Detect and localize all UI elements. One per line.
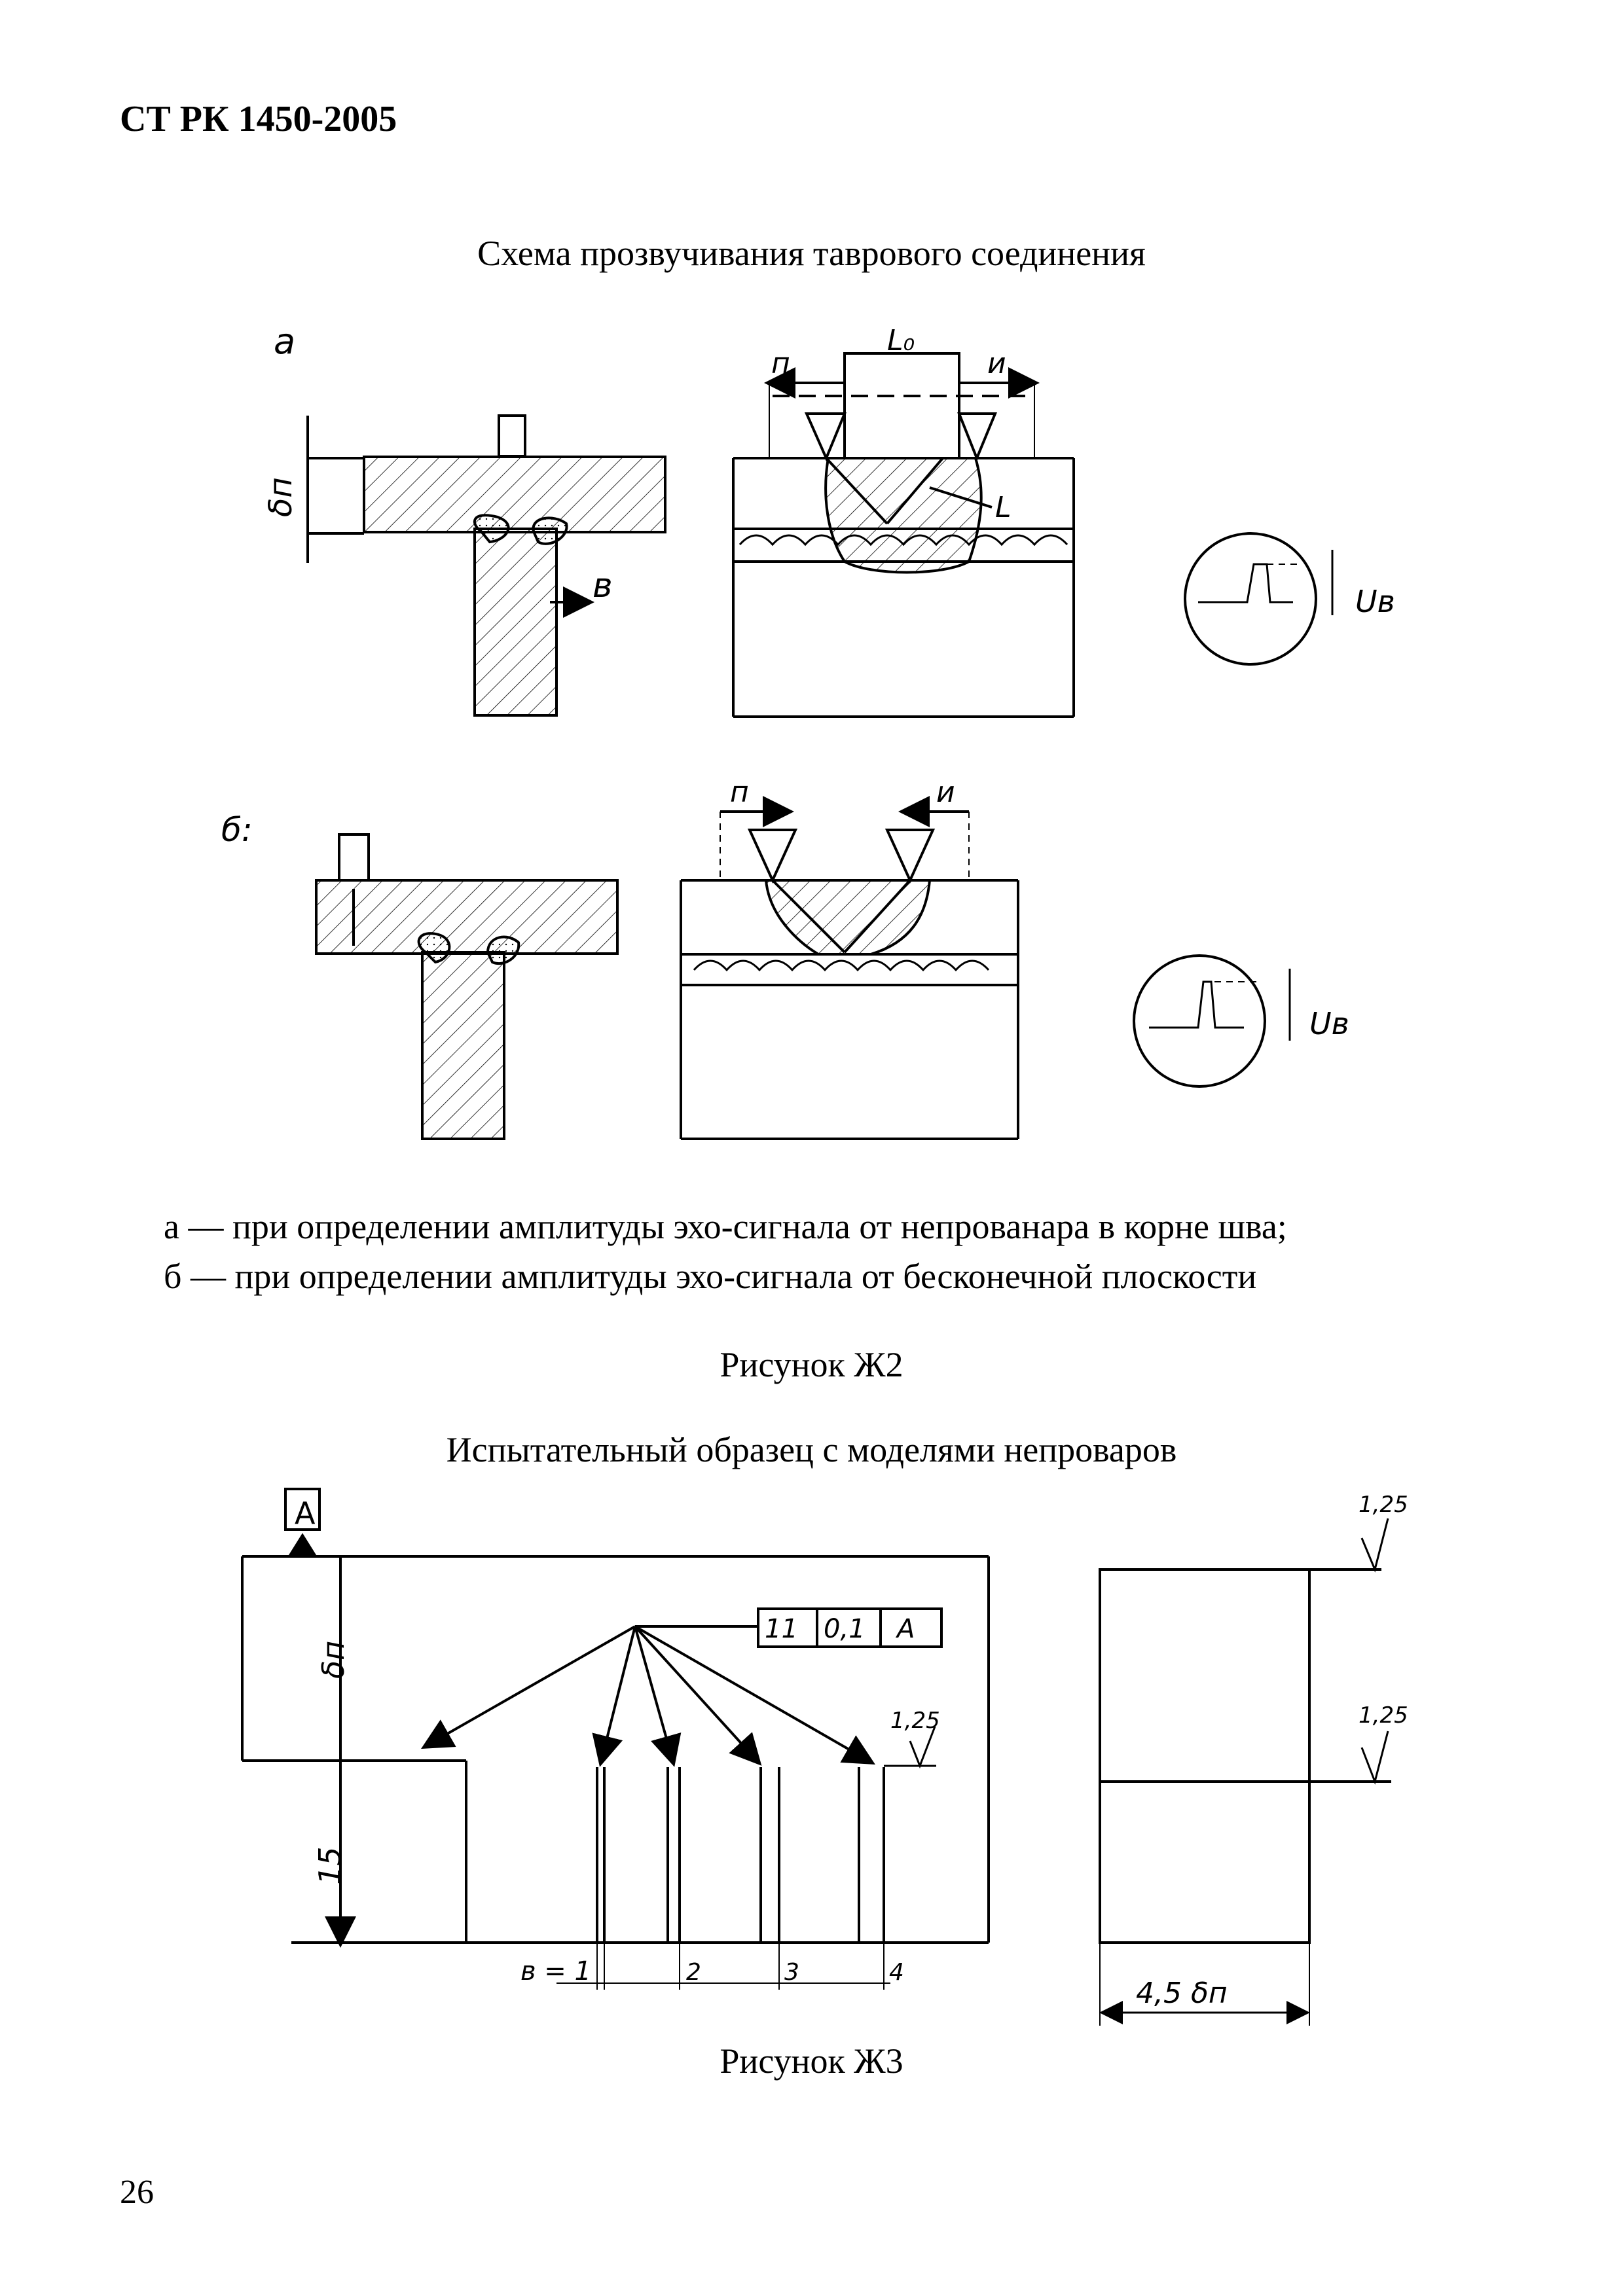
panel-b-label: б:	[221, 811, 253, 849]
gap-mark-a: в	[593, 566, 613, 605]
oscilloscope-a	[1184, 532, 1334, 666]
n-mark-b: п	[730, 776, 749, 809]
slot-width-4: 4	[889, 1959, 904, 1986]
caption-line-b: б — при определении амплитуды эхо-сигнал…	[164, 1257, 1257, 1296]
test-specimen-side-view	[1099, 1518, 1391, 2026]
figure-2-label: Рисунок Ж2	[720, 1345, 903, 1384]
Ub-mark-b: Uв	[1309, 1006, 1349, 1041]
test-specimen-front-view	[241, 1488, 990, 1990]
roughness-front: 1,25	[890, 1708, 940, 1734]
thickness-mark-a: δп	[263, 477, 299, 517]
L0-mark: L₀	[887, 324, 915, 357]
tolerance-cell-3: А	[895, 1614, 915, 1644]
tee-joint-section-b	[315, 833, 619, 1140]
tee-joint-section-a	[306, 414, 666, 717]
roughness-side-mid: 1,25	[1359, 1702, 1408, 1729]
page-number: 26	[120, 2174, 154, 2211]
i-mark-b: и	[936, 776, 955, 809]
Ub-mark-a: Uв	[1355, 584, 1395, 619]
n-mark-a: п	[771, 347, 790, 380]
panel-a-label: а	[274, 321, 295, 362]
caption-line-a: а — при определении амплитуды эхо-сигнал…	[164, 1207, 1287, 1246]
figure-3-title: Испытательный образец с моделями непрова…	[446, 1430, 1177, 1469]
figure-2-caption: а — при определении амплитуды эхо-сигнал…	[164, 1202, 1287, 1301]
figure-3-label: Рисунок Ж3	[720, 2041, 903, 2081]
slot-width-3: 3	[784, 1959, 799, 1986]
tolerance-cell-2: 0,1	[824, 1614, 866, 1644]
weld-scan-view-a	[732, 352, 1075, 718]
document-code-header: СТ РК 1450-2005	[120, 99, 397, 139]
angle-mark-a: L	[995, 491, 1012, 524]
slot-width-1: в = 1	[520, 1956, 591, 1986]
i-mark-a: и	[987, 347, 1006, 380]
top-height-mark: δп	[316, 1641, 351, 1679]
slot-width-2: 2	[686, 1959, 701, 1986]
side-width-dimension: 4,5 δп	[1136, 1977, 1228, 2010]
weld-scan-view-b	[680, 796, 1019, 1140]
oscilloscope-b	[1133, 954, 1291, 1088]
height-dimension: 15	[312, 1846, 348, 1885]
figure-2-title: Схема прозвучивания таврового соединения	[477, 234, 1146, 273]
tolerance-cell-1: 11	[765, 1614, 798, 1644]
datum-label: А	[295, 1496, 316, 1531]
roughness-side-top: 1,25	[1359, 1492, 1408, 1518]
